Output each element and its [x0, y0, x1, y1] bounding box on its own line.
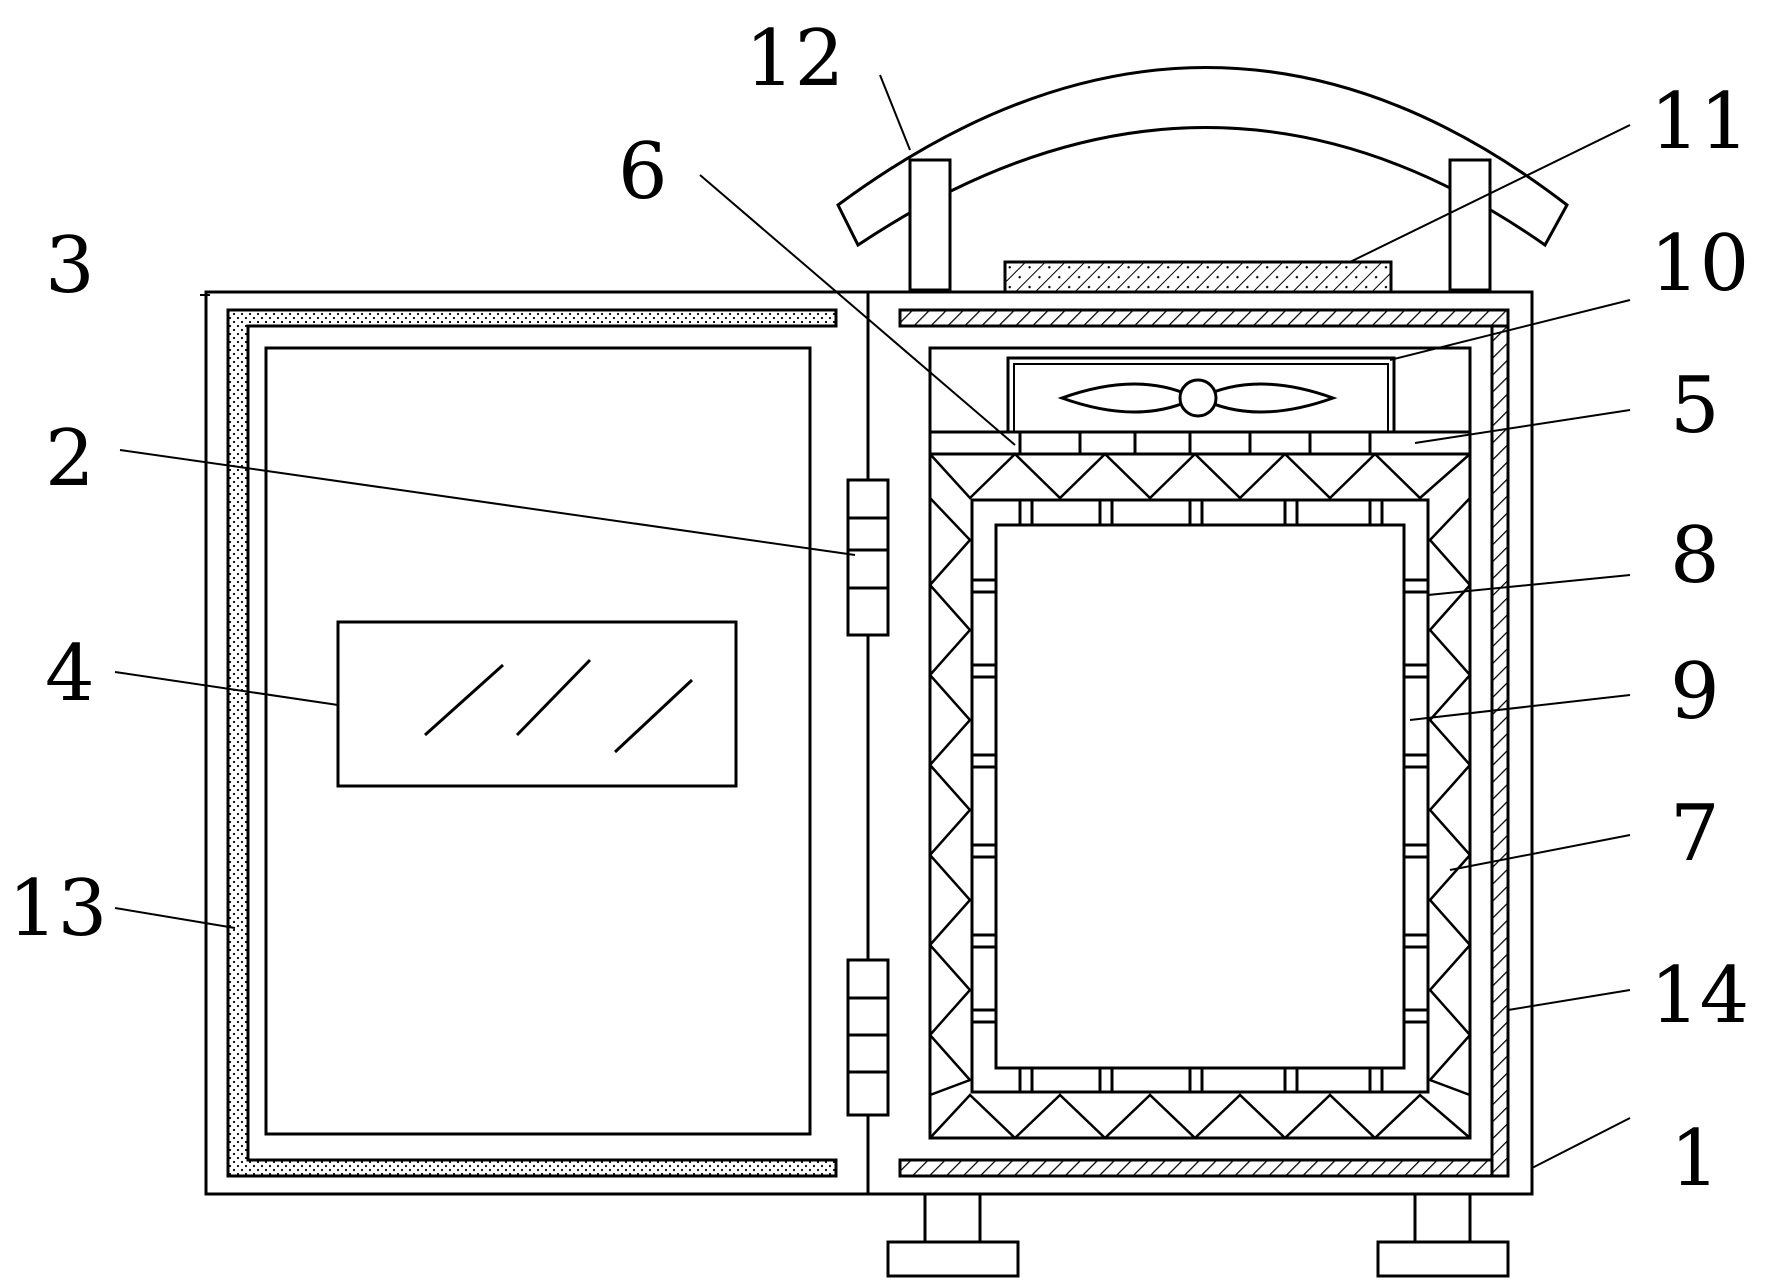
fan-blade-right [1196, 382, 1338, 414]
label-9: 9 [1670, 647, 1720, 737]
side-hatch-strip [1490, 324, 1510, 1178]
label-1: 1 [1670, 1114, 1720, 1204]
label-13: 13 [8, 864, 107, 954]
glass-glint [423, 663, 505, 737]
handle-arc [836, 66, 1569, 248]
label-14: 14 [1650, 951, 1749, 1041]
handle-post-left [908, 158, 952, 292]
label-7: 7 [1670, 789, 1720, 879]
leader-lines [114, 74, 1631, 1169]
door-window [336, 620, 738, 788]
hinge-lower [846, 958, 890, 1117]
top-hatch-strip [898, 308, 1510, 328]
top-plate [1003, 260, 1393, 294]
label-2: 2 [45, 414, 95, 504]
label-8: 8 [1670, 511, 1720, 601]
fan-hub [1178, 378, 1218, 418]
label-11: 11 [1650, 77, 1749, 167]
glass-glint [515, 658, 592, 737]
foot-right [1376, 1192, 1510, 1278]
label-6: 6 [618, 127, 668, 217]
label-5: 5 [1670, 361, 1720, 451]
label-4: 4 [45, 629, 95, 719]
spacer-blocks [972, 500, 1428, 1092]
vent-plate [928, 430, 1472, 456]
label-12: 12 [745, 14, 844, 104]
hinge-upper [846, 478, 890, 637]
label-10: 10 [1650, 219, 1749, 309]
zigzag-buffer [928, 452, 1472, 1140]
vent-slots [1018, 432, 1372, 454]
foot-left [886, 1192, 1020, 1278]
label-3: 3 [45, 221, 95, 311]
inner-chamber [994, 523, 1406, 1070]
door-seal [226, 308, 838, 1178]
fan-blade-left [1057, 382, 1199, 414]
glass-glint [613, 678, 694, 754]
handle-post-right [1448, 158, 1492, 292]
bottom-hatch-strip [898, 1158, 1494, 1178]
